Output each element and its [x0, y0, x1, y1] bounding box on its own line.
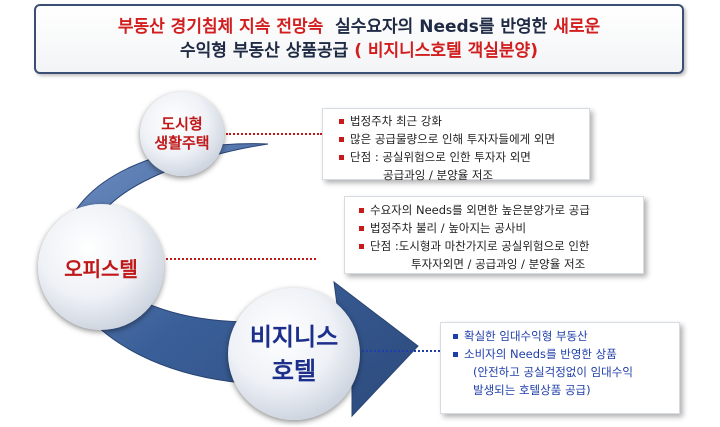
panel-urban-housing: 법정주차 최근 강화 많은 공급물량으로 인해 투자자들에게 외면 단점 : 공… [322, 108, 590, 182]
headline-line-1: 부동산 경기침체 지속 전망속 실수요자의 Needs를 반영한 새로운 [36, 15, 682, 39]
stage3-label-line1: 비지니스 [249, 323, 339, 351]
stage-circle-business-hotel: 비지니스 호텔 [228, 288, 360, 420]
stage-circle-urban-housing: 도시형 생활주택 [140, 92, 224, 176]
headline-red-part: 부동산 경기침체 지속 전망속 [117, 17, 324, 37]
panel-officetel: 수요자의 Needs를 외면한 높은분양가로 공급 법정주차 불리 / 높아지는… [344, 196, 644, 274]
panel-business-hotel: 확실한 임대수익형 부동산 소비자의 Needs를 반영한 상품 (안전하고 공… [440, 322, 680, 414]
panel1-continuation: 공급과잉 / 분양율 저조 [383, 168, 494, 182]
panel3-item: 확실한 임대수익형 부동산 [453, 327, 679, 345]
stage1-label-line2: 생활주택 [154, 134, 210, 152]
panel3-continuation-2: 발생되는 호텔상품 공급) [473, 383, 591, 397]
stage3-label-line2: 호텔 [271, 357, 317, 385]
stage-circle-officetel: 오피스텔 [38, 204, 164, 330]
headline-line-2: 수익형 부동산 상품공급 ( 비지니스호텔 객실분양) [36, 39, 682, 63]
panel1-item: 많은 공급물량으로 인해 투자자들에게 외면 [339, 130, 589, 148]
connector-dots-3 [362, 350, 440, 352]
headline-line2-dark: 수익형 부동산 상품공급 [180, 41, 349, 61]
headline-dark-part: 실수요자의 Needs를 반영한 [335, 17, 548, 37]
headline-box: 부동산 경기침체 지속 전망속 실수요자의 Needs를 반영한 새로운 수익형… [34, 4, 684, 74]
stage1-label-line1: 도시형 [161, 115, 203, 133]
connector-dots-2 [166, 258, 316, 260]
panel2-item: 단점 :도시형과 마찬가지로 공실위험으로 인한 [359, 237, 643, 255]
panel3-continuation-1: (안전하고 공실걱정없이 임대수익 [473, 365, 633, 379]
stage2-label: 오피스텔 [64, 256, 138, 281]
panel1-item: 단점 : 공실위험으로 인한 투자자 외면 [339, 148, 589, 166]
headline-red-end: 새로운 [553, 17, 601, 37]
panel3-item: 소비자의 Needs를 반영한 상품 [453, 345, 679, 363]
headline-line2-red: ( 비지니스호텔 객실분양) [354, 41, 538, 61]
panel2-continuation: 투자자외면 / 공급과잉 / 분양율 저조 [411, 257, 586, 271]
panel2-item: 법정주차 불리 / 높아지는 공사비 [359, 219, 643, 237]
panel1-item: 법정주차 최근 강화 [339, 112, 589, 130]
panel2-item: 수요자의 Needs를 외면한 높은분양가로 공급 [359, 201, 643, 219]
connector-dots-1 [226, 133, 322, 135]
